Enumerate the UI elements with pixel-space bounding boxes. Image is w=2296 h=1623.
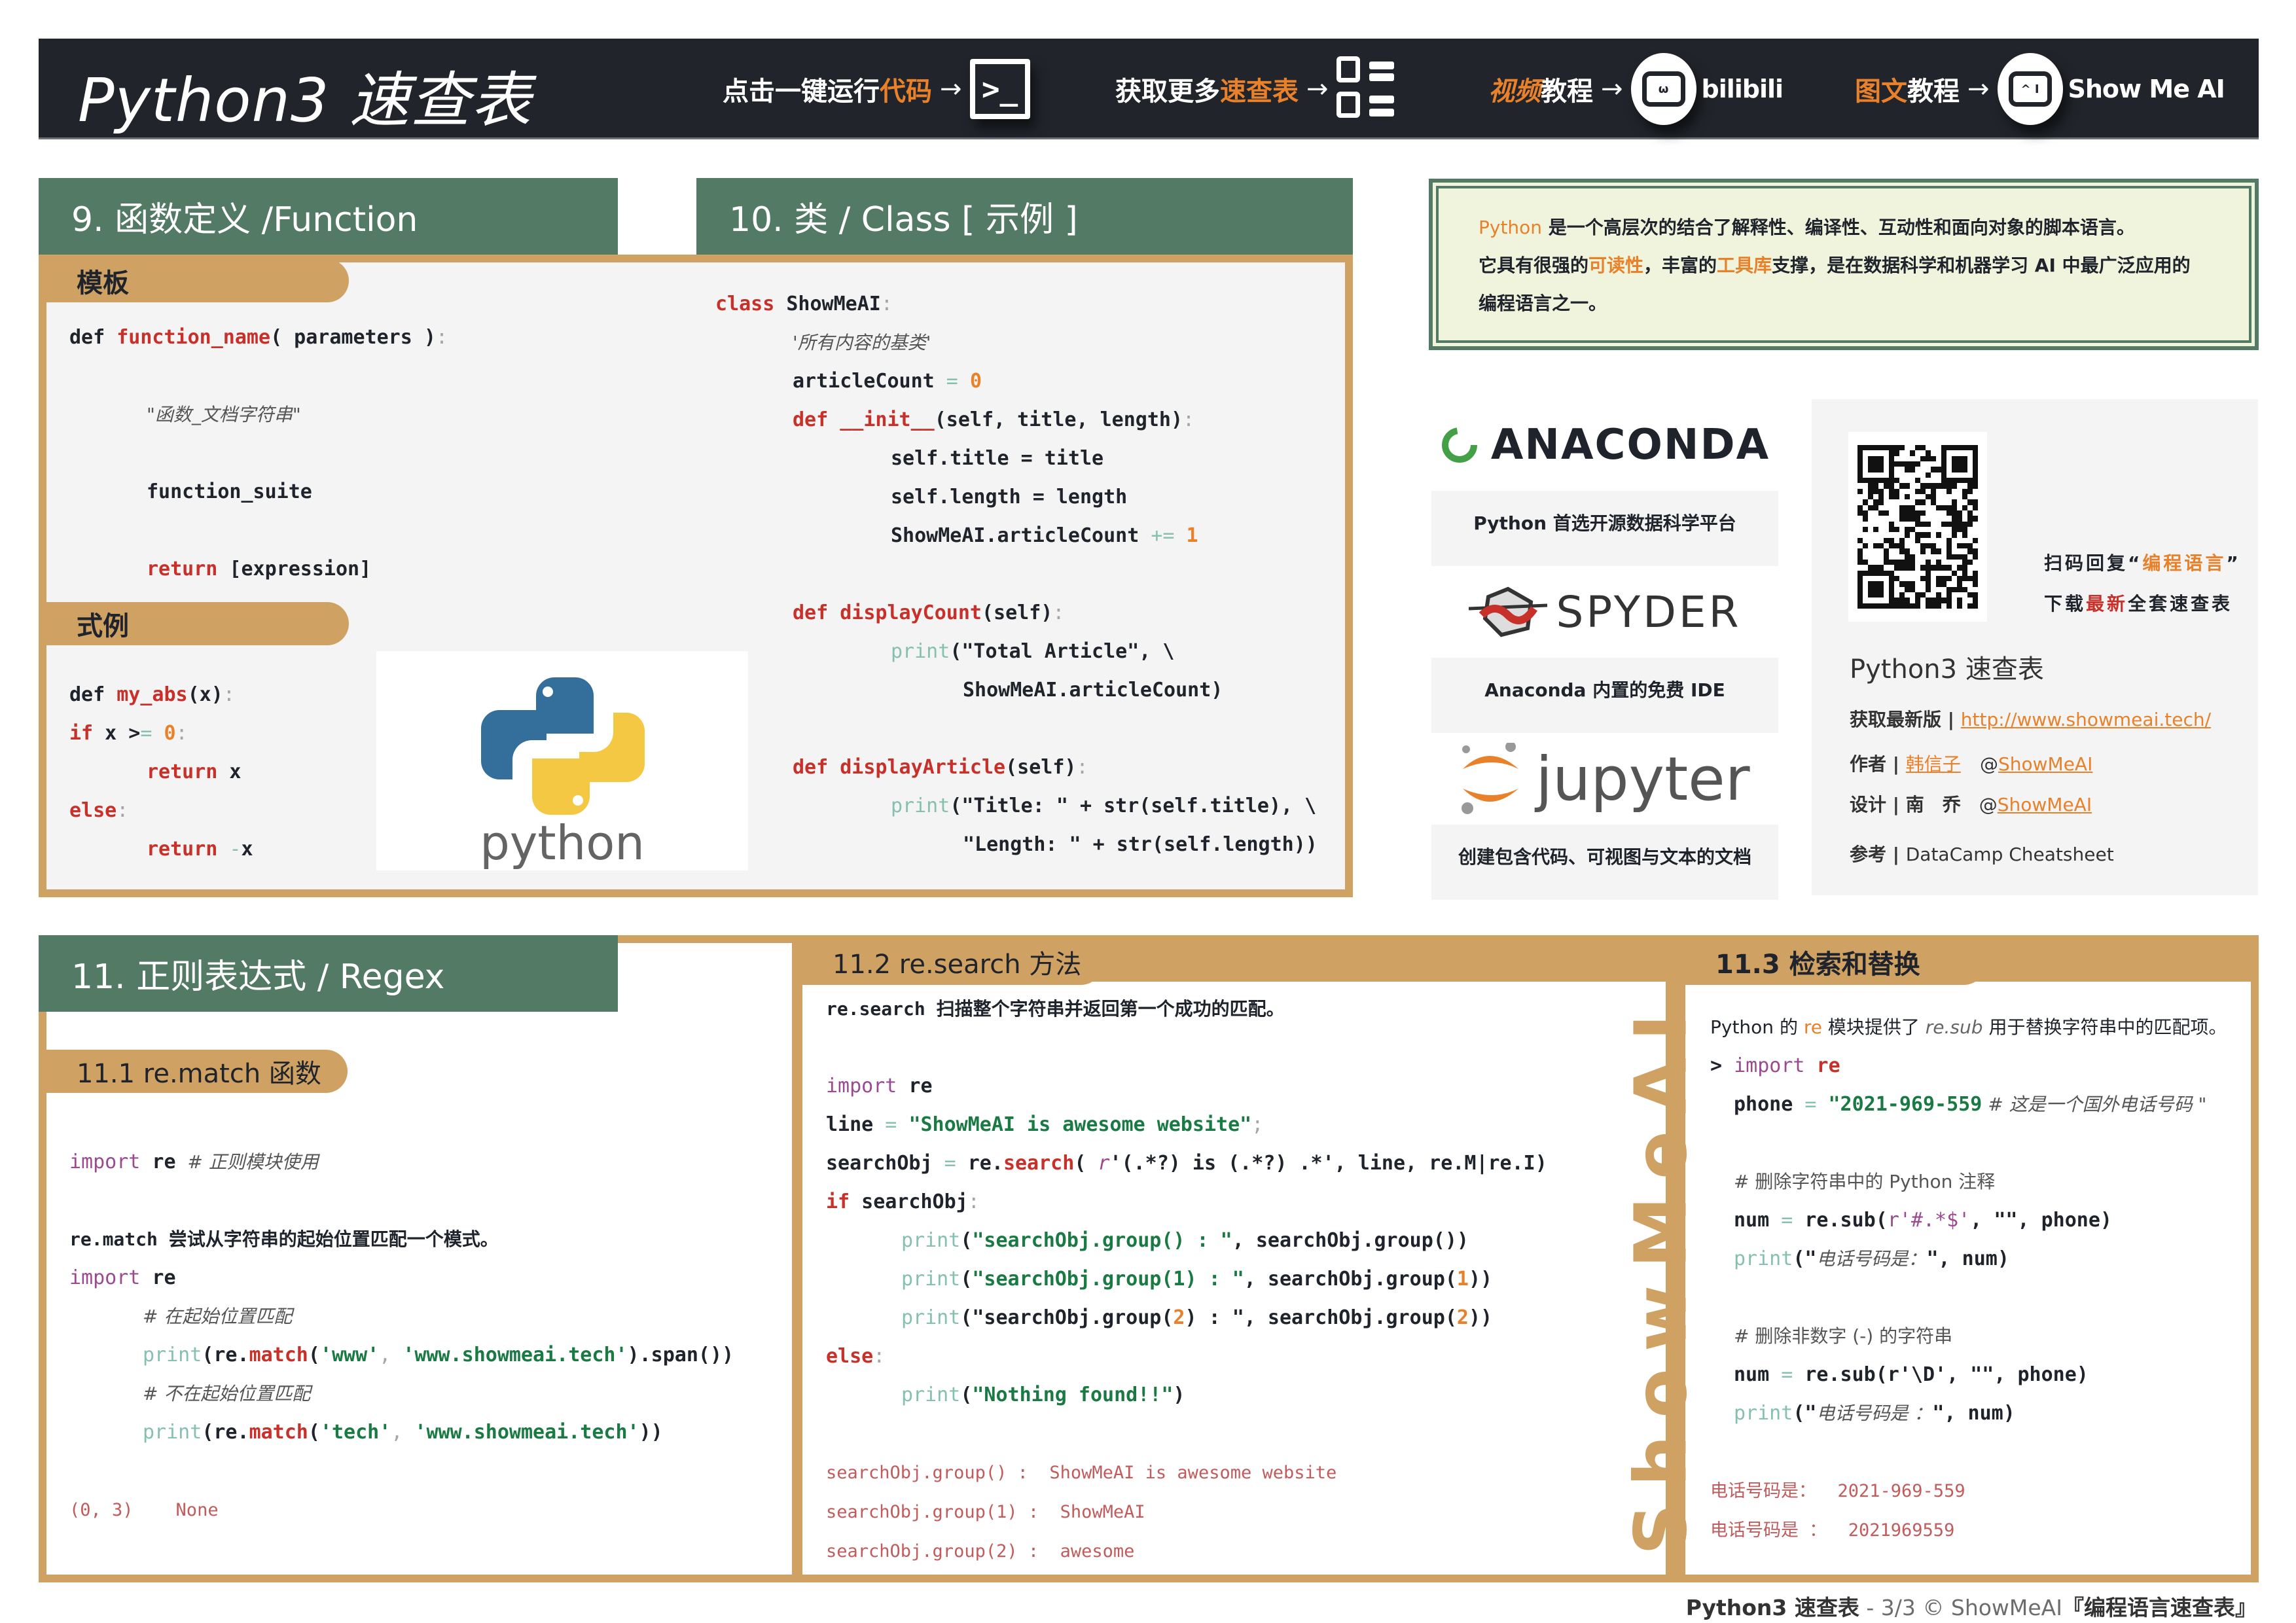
- anaconda-logo: ANACONDA: [1431, 399, 1778, 491]
- jupyter-caption: 创建包含代码、可视图与文本的文档: [1431, 825, 1778, 900]
- python-highlight: Python: [1479, 217, 1543, 238]
- anaconda-caption: Python 首选开源数据科学平台: [1431, 491, 1778, 566]
- article-highlight: 图文: [1855, 77, 1907, 107]
- jupyter-orbit-icon: [1462, 743, 1519, 814]
- qr-code-pattern: [1857, 445, 1978, 609]
- tab-example: 式例: [46, 602, 349, 645]
- regex-sub-panel: [1685, 982, 2251, 1575]
- more-cheatsheets-label: 获取更多: [1115, 77, 1220, 107]
- regex-search-panel: [802, 982, 1674, 1575]
- footer-title: Python3 速查表: [1685, 1595, 1859, 1620]
- section-10-title: 10. 类 / Class [ 示例 ]: [696, 178, 1353, 255]
- more-cheatsheets-highlight: 速查表: [1220, 77, 1299, 107]
- showmeai-wordmark: Show Me AI: [2068, 75, 2225, 103]
- re-sub-code: Python 的 re 模块提供了 re.sub 用于替换字符串中的匹配项。> …: [1710, 1016, 2227, 1541]
- article-label: 教程: [1907, 77, 1960, 107]
- svg-text:python: python: [480, 815, 645, 870]
- list-icon: [1336, 56, 1402, 122]
- more-cheatsheets-link[interactable]: 获取更多速查表→: [1115, 39, 1402, 139]
- tools-column: ANACONDA Python 首选开源数据科学平台 SPYDER Anacon…: [1431, 399, 1778, 900]
- showmeai-monitor-icon: ^ I: [1997, 53, 2063, 125]
- anaconda-ring-icon: [1441, 427, 1477, 463]
- re-match-code: import re # 正则模块使用 re.match 尝试从字符串的起始位置匹…: [69, 1150, 734, 1520]
- spyder-caption: Anaconda 内置的免费 IDE: [1431, 658, 1778, 733]
- arrow-icon: →: [1306, 74, 1329, 104]
- video-label: 教程: [1541, 77, 1593, 107]
- readability-highlight: 可读性: [1588, 255, 1644, 276]
- video-highlight: 视频: [1488, 77, 1541, 107]
- arrow-icon: →: [1601, 74, 1623, 104]
- run-code-highlight: 代码: [880, 77, 932, 107]
- column-divider: [1666, 943, 1685, 1575]
- tab-re-search: 11.2 re.search 方法: [802, 939, 1103, 985]
- footer-series: 『编程语言速查表』: [2062, 1595, 2257, 1620]
- card-meta: Python3 速查表 获取最新版 | http://www.showmeai.…: [1850, 648, 2211, 881]
- python-intro-box: Python 是一个高层次的结合了解释性、编译性、互动性和面向对象的脚本语言。 …: [1429, 179, 2259, 350]
- run-code-link[interactable]: 点击一键运行代码 → >_: [723, 39, 1030, 139]
- author-link[interactable]: 韩信子: [1905, 753, 1961, 775]
- arrow-icon: →: [940, 74, 962, 104]
- bilibili-tv-icon: ω: [1630, 53, 1696, 125]
- python-logo: python: [376, 651, 748, 870]
- author-handle-link[interactable]: ShowMeAI: [1998, 753, 2093, 775]
- run-code-label: 点击一键运行: [723, 77, 880, 107]
- showmeai-card: 扫码回复“编程语言” 下载最新全套速查表 Python3 速查表 获取最新版 |…: [1812, 399, 2258, 895]
- vertical-brand-watermark: ShowMeAI: [1619, 997, 1703, 1556]
- python-snakes-icon: python: [480, 677, 645, 870]
- section-10-panel: [690, 262, 1345, 889]
- designer-handle-link[interactable]: ShowMeAI: [1997, 794, 2092, 815]
- article-tutorial-link[interactable]: 图文教程→ ^ I Show Me AI: [1855, 39, 2225, 139]
- tab-template: 模板: [46, 259, 349, 302]
- page-title: Python3 速查表: [78, 65, 532, 135]
- tab-re-sub: 11.3 检索和替换: [1685, 939, 1986, 985]
- function-template-code: def function_name( parameters ): "函数_文档字…: [69, 326, 448, 580]
- scan-instructions: 扫码回复“编程语言” 下载最新全套速查表: [2044, 552, 2241, 615]
- toolkit-highlight: 工具库: [1717, 255, 1772, 276]
- qr-code[interactable]: [1848, 432, 1987, 622]
- reference-text: DataCamp Cheatsheet: [1905, 844, 2114, 865]
- section-9-title: 9. 函数定义 /Function: [39, 178, 618, 255]
- website-link[interactable]: http://www.showmeai.tech/: [1960, 709, 2212, 730]
- jupyter-logo: jupyter: [1431, 733, 1778, 825]
- arrow-icon: →: [1967, 74, 1990, 104]
- bilibili-wordmark: bilibili: [1701, 75, 1784, 103]
- class-example-code: class ShowMeAI:'所有内容的基类'articleCount = 0…: [715, 293, 1318, 856]
- section-11-title: 11. 正则表达式 / Regex: [39, 935, 618, 1012]
- page-header: Python3 速查表 点击一键运行代码→ >_ 获取更多速查表→ 视频教程→ …: [39, 39, 2259, 139]
- spyder-web-icon: [1468, 586, 1547, 637]
- card-title: Python3 速查表: [1850, 654, 2044, 685]
- terminal-icon: >_: [969, 59, 1030, 119]
- video-tutorial-link[interactable]: 视频教程 → ω bilibili: [1488, 39, 1784, 139]
- footer-page: - 3/3 © ShowMeAI: [1859, 1595, 2062, 1620]
- page-footer: Python3 速查表 - 3/3 © ShowMeAI『编程语言速查表』: [1686, 1590, 2257, 1622]
- tab-re-match: 11.1 re.match 函数: [46, 1050, 348, 1093]
- spyder-logo: SPYDER: [1431, 566, 1778, 658]
- regex-match-panel: [46, 943, 792, 1575]
